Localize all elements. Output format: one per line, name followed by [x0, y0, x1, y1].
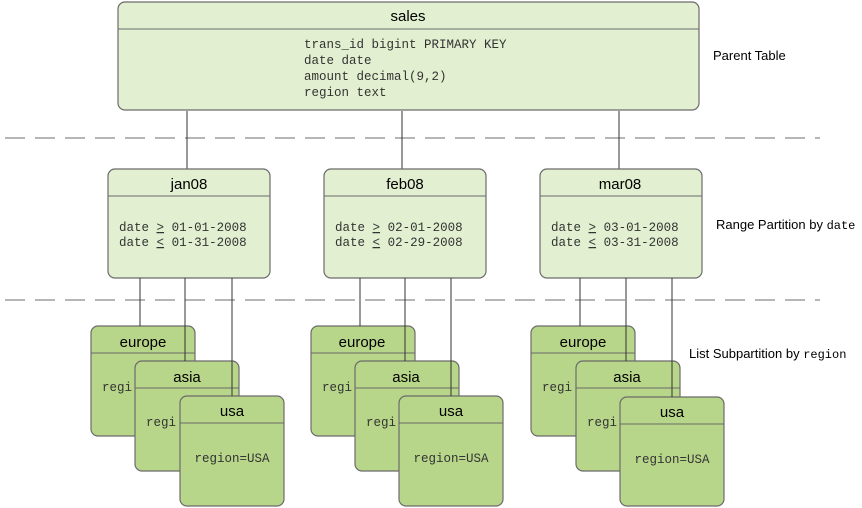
partition-range-end: date < 02-29-2008 [335, 236, 463, 250]
partition-group-feb08: feb08 date > 02-01-2008 date < 02-29-200… [310, 168, 504, 507]
parent-table-title: sales [390, 8, 425, 25]
subpartition-europe-rule: regi [102, 381, 132, 395]
partition-title: feb08 [386, 176, 424, 193]
subpartition-usa-rule: region=USA [634, 453, 710, 467]
parent-column-2: date date [304, 54, 372, 68]
parent-connectors [186, 111, 620, 169]
parent-table-label: Parent Table [713, 48, 786, 63]
subpartition-connectors [579, 278, 673, 397]
list-subpartition-label: List Subpartition by region [689, 346, 846, 362]
subpartition-usa-title: usa [660, 404, 685, 421]
parent-column-4: region text [304, 86, 387, 100]
subpartition-usa-title: usa [220, 403, 245, 420]
subpartition-usa-title: usa [439, 403, 464, 420]
subpartition-asia-title: asia [392, 369, 420, 386]
subpartition-asia-rule: regi [366, 416, 396, 430]
parent-column-3: amount decimal(9,2) [304, 70, 447, 84]
partition-title: mar08 [599, 176, 642, 193]
partition-group-mar08: mar08 date > 03-01-2008 date < 03-31-200… [530, 168, 725, 507]
parent-table: sales trans_id bigint PRIMARY KEY date d… [117, 1, 700, 111]
partition-range-start: date > 03-01-2008 [551, 221, 679, 235]
subpartition-europe-title: europe [120, 334, 167, 351]
subpartition-connectors [139, 278, 233, 396]
subpartition-europe-rule: regi [542, 381, 572, 395]
partition-range-start: date > 02-01-2008 [335, 221, 463, 235]
partition-group-jan08: jan08 date > 01-01-2008 date < 01-31-200… [90, 168, 285, 507]
partition-title: jan08 [170, 176, 208, 193]
subpartition-europe-title: europe [339, 334, 386, 351]
subpartition-usa-rule: region=USA [413, 452, 489, 466]
range-partition-label: Range Partition by date [716, 217, 855, 233]
subpartition-europe-rule: regi [322, 381, 352, 395]
subpartition-europe-title: europe [560, 334, 607, 351]
partition-range-end: date < 03-31-2008 [551, 236, 679, 250]
partition-range-start: date > 01-01-2008 [119, 221, 247, 235]
subpartition-connectors [359, 278, 452, 396]
subpartition-asia-title: asia [613, 369, 641, 386]
subpartition-asia-rule: regi [146, 416, 176, 430]
subpartition-asia-rule: regi [587, 416, 617, 430]
subpartition-usa-rule: region=USA [194, 452, 270, 466]
partition-range-end: date < 01-31-2008 [119, 236, 247, 250]
subpartition-asia-title: asia [173, 369, 201, 386]
parent-column-1: trans_id bigint PRIMARY KEY [304, 38, 507, 52]
